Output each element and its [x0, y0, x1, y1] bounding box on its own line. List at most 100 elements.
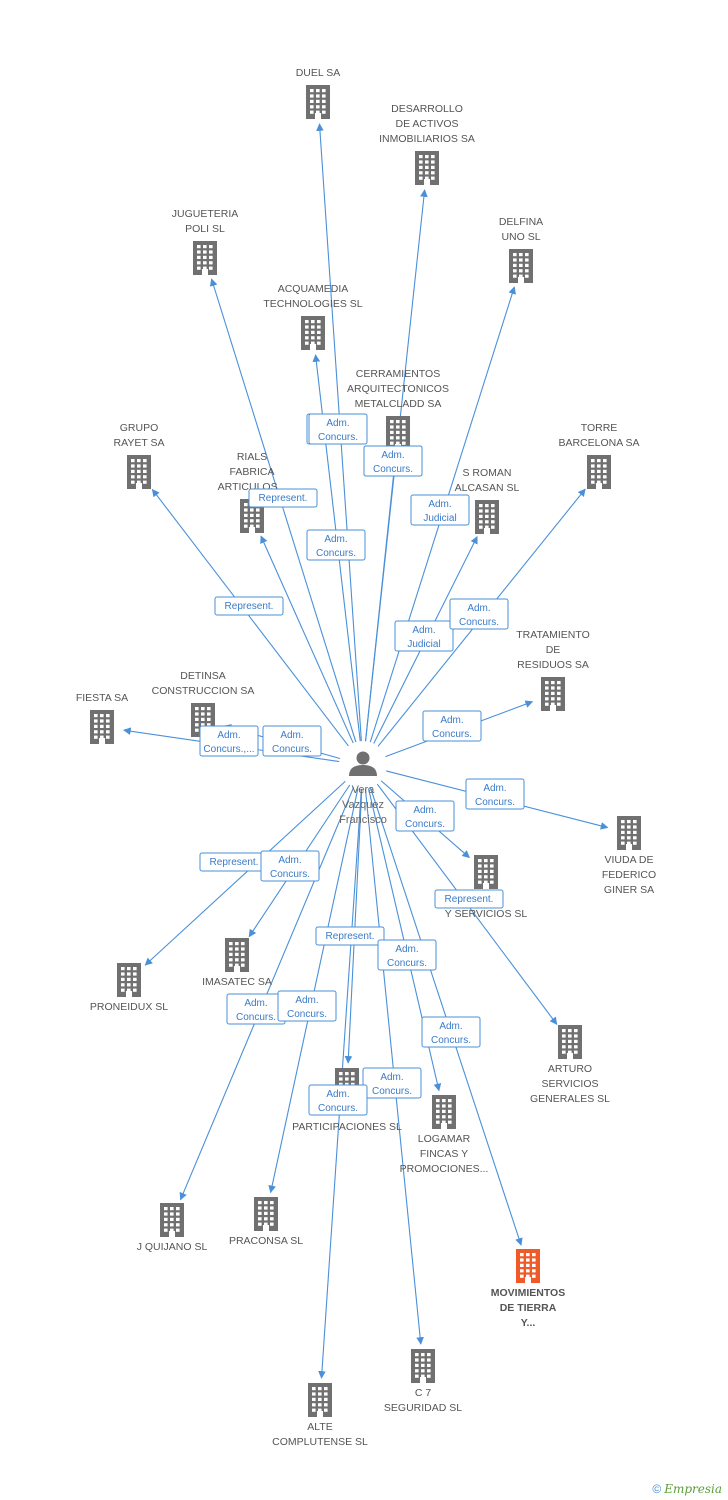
company-label-movimientos: Y... — [521, 1317, 536, 1329]
building-icon — [617, 816, 641, 850]
footer-brand[interactable]: ©Empresia — [652, 1482, 722, 1496]
relation-type-text: Represent. — [445, 894, 494, 905]
company-node-proneidux[interactable]: PRONEIDUX SL — [90, 963, 168, 1013]
relation-type-text: Adm. — [428, 499, 451, 510]
building-icon — [117, 963, 141, 997]
company-label-jugueteria: JUGUETERIA — [172, 208, 239, 220]
relation-label-yservicios-concurs[interactable]: Adm.Concurs. — [395, 800, 455, 832]
company-label-viuda: GINER SA — [604, 884, 654, 896]
relation-label-delfina-judicial[interactable]: Adm.Judicial — [410, 494, 470, 526]
company-label-tratamiento: TRATAMIENTO — [516, 629, 590, 641]
company-label-rials: RIALS — [237, 451, 267, 463]
relation-label-fiesta-concurs[interactable]: Adm.Concurs.,... — [199, 725, 259, 757]
company-label-participaciones: PARTICIPACIONES SL — [292, 1121, 402, 1133]
edge-praconsa — [268, 788, 359, 1194]
building-icon — [193, 241, 217, 275]
building-icon — [474, 855, 498, 889]
relation-label-arturo-represent[interactable]: Represent. — [434, 889, 504, 909]
company-label-praconsa: PRACONSA SL — [229, 1235, 303, 1247]
company-label-c7: C 7 — [415, 1387, 432, 1399]
relation-label-cerramientos-concurs[interactable]: Adm.Concurs. — [363, 445, 423, 477]
center-label: Francisco — [339, 814, 387, 826]
company-node-imasatec[interactable]: IMASATEC SA — [202, 938, 272, 988]
relation-label-torre-concurs[interactable]: Adm.Concurs. — [449, 598, 509, 630]
company-node-jquijano[interactable]: J QUIJANO SL — [137, 1203, 208, 1253]
relation-type-text: Concurs.,... — [203, 744, 254, 755]
relation-type-text: Concurs. — [270, 869, 310, 880]
company-label-c7: SEGURIDAD SL — [384, 1402, 462, 1414]
edge-c7 — [364, 788, 424, 1345]
relation-type-text: Represent. — [259, 493, 308, 504]
relation-label-sroman-judicial[interactable]: Adm.Judicial — [394, 620, 454, 652]
company-label-tratamiento: RESIDUOS SA — [517, 659, 589, 671]
company-node-c7[interactable]: C 7 SEGURIDAD SL — [384, 1349, 462, 1414]
relation-label-movimientos-concurs[interactable]: Adm.Concurs. — [421, 1016, 481, 1048]
company-label-yservicios: Y SERVICIOS SL — [445, 908, 528, 920]
relation-type-text: Adm. — [324, 534, 347, 545]
relation-label-jugueteria-concurs[interactable]: Adm. Concurs. — [306, 529, 366, 561]
company-label-alte: COMPLUTENSE SL — [272, 1436, 368, 1448]
company-node-yservicios[interactable]: ...OLY SERVICIOS SL — [445, 855, 528, 920]
building-icon — [415, 151, 439, 185]
company-label-acquamedia: TECHNOLOGIES SL — [263, 298, 362, 310]
relation-label-praconsa-concurs[interactable]: Adm.Concurs. — [277, 990, 337, 1022]
company-label-logamar: PROMOCIONES... — [400, 1163, 489, 1175]
relation-label-detinsa-concurs[interactable]: Adm.Concurs. — [262, 725, 322, 757]
company-label-arturo: ARTURO — [548, 1063, 592, 1075]
center-label: Vera — [352, 784, 376, 796]
relation-label-participaciones-represent[interactable]: Represent. — [315, 926, 385, 946]
company-node-praconsa[interactable]: PRACONSA SL — [229, 1197, 303, 1247]
company-node-duel[interactable]: DUEL SA — [296, 67, 341, 119]
building-icon — [587, 455, 611, 489]
relation-label-c7-concurs[interactable]: Adm.Concurs. — [362, 1067, 422, 1099]
company-label-imasatec: IMASATEC SA — [202, 976, 272, 988]
building-icon — [541, 677, 565, 711]
edge-jugueteria — [209, 278, 357, 743]
relation-type-text: Concurs. — [318, 1103, 358, 1114]
company-label-fiesta: FIESTA SA — [76, 692, 128, 704]
relation-type-text: Adm. — [483, 783, 506, 794]
relation-label-proneidux-represent[interactable]: Represent. — [199, 852, 269, 872]
relation-labels-layer: Adm. Concurs. Adm. Concurs. Adm. Concurs. Adm.… — [199, 413, 525, 1116]
relation-type-text: Adm. — [440, 715, 463, 726]
relation-label-alte-concurs[interactable]: Adm.Concurs. — [308, 1084, 368, 1116]
relation-label-grupo-represent[interactable]: Represent. — [214, 596, 284, 616]
company-label-sroman: S ROMAN — [462, 467, 511, 479]
relation-type-text: Concurs. — [272, 744, 312, 755]
relation-type-text: Adm. — [380, 1072, 403, 1083]
company-label-rials: FABRICA — [230, 466, 275, 478]
company-label-detinsa: DETINSA — [180, 670, 226, 682]
company-label-desarrollo: DESARROLLO — [391, 103, 463, 115]
relation-type-text: Adm. — [395, 944, 418, 955]
relation-label-imasatec-concurs[interactable]: Adm.Concurs. — [260, 850, 320, 882]
relation-label-viuda-concurs[interactable]: Adm. Concurs. — [465, 778, 525, 810]
company-label-movimientos: DE TIERRA — [500, 1302, 557, 1314]
relation-type-text: Concurs. — [475, 797, 515, 808]
person-icon — [349, 751, 377, 776]
relation-label-rials-represent[interactable]: Represent. — [248, 488, 318, 508]
company-node-fiesta[interactable]: FIESTA SA — [76, 692, 128, 744]
company-label-proneidux: PRONEIDUX SL — [90, 1001, 168, 1013]
company-label-logamar: LOGAMAR — [418, 1133, 471, 1145]
relation-type-text: Concurs. — [316, 548, 356, 559]
relation-label-tratamiento-concurs[interactable]: Adm.Concurs. — [422, 710, 482, 742]
relation-label-logamar-concurs[interactable]: Adm.Concurs. — [377, 939, 437, 971]
relation-type-text: Concurs. — [431, 1035, 471, 1046]
relation-label-acquamedia-concurs[interactable]: Adm.Concurs. — [308, 413, 368, 445]
relation-label-jquijano-concurs[interactable]: Adm.Concurs. — [226, 993, 286, 1025]
